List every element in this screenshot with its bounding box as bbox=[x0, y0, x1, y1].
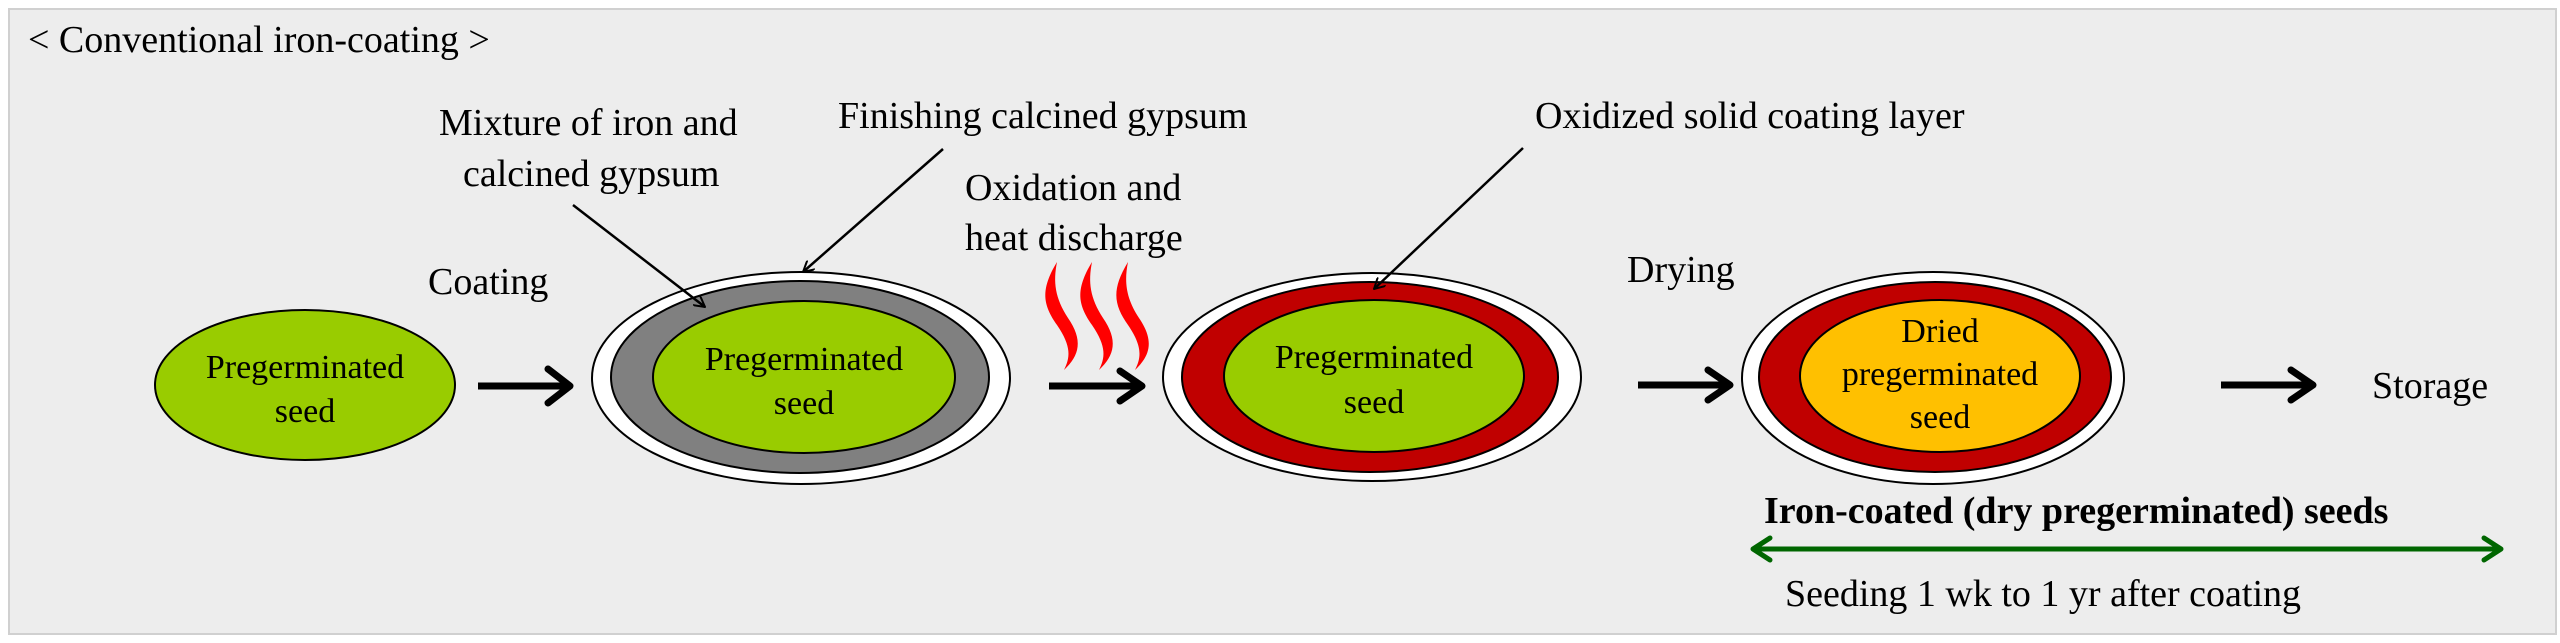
seed-label-line-1: Pregerminated bbox=[705, 341, 903, 378]
arrow-drying bbox=[1638, 366, 1734, 404]
coating-label: Coating bbox=[428, 261, 548, 303]
timeline-caption: Seeding 1 wk to 1 yr after coating bbox=[1785, 573, 2301, 615]
diagram-title: < Conventional iron-coating > bbox=[28, 19, 490, 61]
seed-label-line-2: seed bbox=[1344, 384, 1404, 421]
seed-label-line-2: seed bbox=[275, 393, 335, 430]
oxidation-label-line-2: heat discharge bbox=[965, 217, 1183, 259]
seed-label-line-2: seed bbox=[774, 385, 834, 422]
seed-oxidized: Pregerminated seed bbox=[1162, 272, 1582, 482]
callout-finishing: Finishing calcined gypsum bbox=[838, 95, 1248, 137]
heat-waves-icon bbox=[1045, 262, 1149, 370]
heat-wave bbox=[1080, 262, 1113, 370]
callout-arrow-finishing bbox=[803, 148, 944, 272]
arrow-coating bbox=[478, 365, 574, 407]
heat-wave bbox=[1116, 262, 1149, 370]
callout-arrow-mixture bbox=[572, 204, 705, 307]
seed-core-dried bbox=[1799, 299, 2081, 453]
oxidation-label-line-1: Oxidation and bbox=[965, 167, 1181, 209]
seed-label-line-1: Pregerminated bbox=[206, 349, 404, 386]
seed-pregerminated: Pregerminated seed bbox=[154, 309, 456, 461]
callout-arrow-oxidized bbox=[1374, 147, 1524, 289]
storage-label: Storage bbox=[2372, 365, 2488, 407]
seed-label-line-1: Dried bbox=[1901, 313, 1978, 350]
callout-oxidized-layer: Oxidized solid coating layer bbox=[1535, 95, 1965, 137]
seed-core bbox=[154, 309, 456, 461]
callout-mixture-line-1: Mixture of iron and bbox=[439, 102, 738, 144]
timeline-heading: Iron-coated (dry pregerminated) seeds bbox=[1764, 490, 2388, 532]
arrow-oxidation bbox=[1049, 367, 1146, 405]
seed-dried: Dried pregerminated seed bbox=[1741, 271, 2125, 485]
seed-label-line-1: Pregerminated bbox=[1275, 339, 1473, 376]
drying-label: Drying bbox=[1627, 249, 1735, 291]
callout-mixture-line-2: calcined gypsum bbox=[463, 153, 719, 195]
seed-label-line-3: seed bbox=[1910, 399, 1970, 436]
arrow-storage bbox=[2221, 366, 2317, 404]
seed-label-line-2: pregerminated bbox=[1842, 356, 2038, 393]
heat-wave bbox=[1045, 262, 1078, 370]
seed-core bbox=[652, 300, 956, 454]
seed-core bbox=[1223, 299, 1525, 453]
seed-coated: Pregerminated seed bbox=[591, 271, 1011, 485]
timeline-double-arrow bbox=[1750, 535, 2504, 563]
